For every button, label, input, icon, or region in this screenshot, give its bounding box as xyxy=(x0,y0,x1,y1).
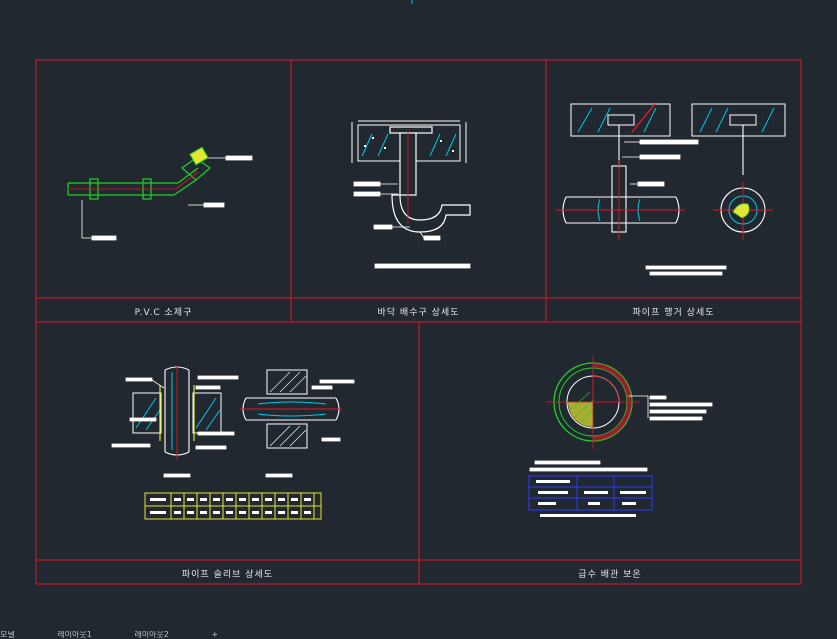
add-layout-button[interactable]: + xyxy=(211,631,219,639)
caption-insulation: 급수 배관 보온 xyxy=(578,570,642,580)
caption-pipe-hanger: 파이프 행거 상세도 xyxy=(632,308,715,318)
caption-pipe-sleeve: 파이프 슬리브 상세도 xyxy=(181,570,274,580)
tab-layout2[interactable]: 레이아웃2 xyxy=(134,631,169,639)
sleeve-spec-table xyxy=(144,492,322,520)
caption-floor-drain: 바닥 배수구 상세도 xyxy=(377,308,460,318)
floor-drain-drawing xyxy=(351,120,471,269)
tab-layout1[interactable]: 레이아웃1 xyxy=(57,631,92,639)
layout-tab-bar: 모델 레이아웃1 레이아웃2 + xyxy=(0,631,837,639)
pipe-sleeve-drawing xyxy=(111,366,355,520)
insulation-drawing xyxy=(528,355,713,517)
pvc-cleanout-drawing xyxy=(67,146,253,241)
tab-model[interactable]: 모델 xyxy=(0,631,15,639)
caption-pvc-cleanout: P.V.C 소제구 xyxy=(134,308,193,318)
insulation-spec-table xyxy=(528,475,653,517)
pipe-hanger-drawing xyxy=(556,103,786,276)
drawing-frame xyxy=(35,59,802,585)
